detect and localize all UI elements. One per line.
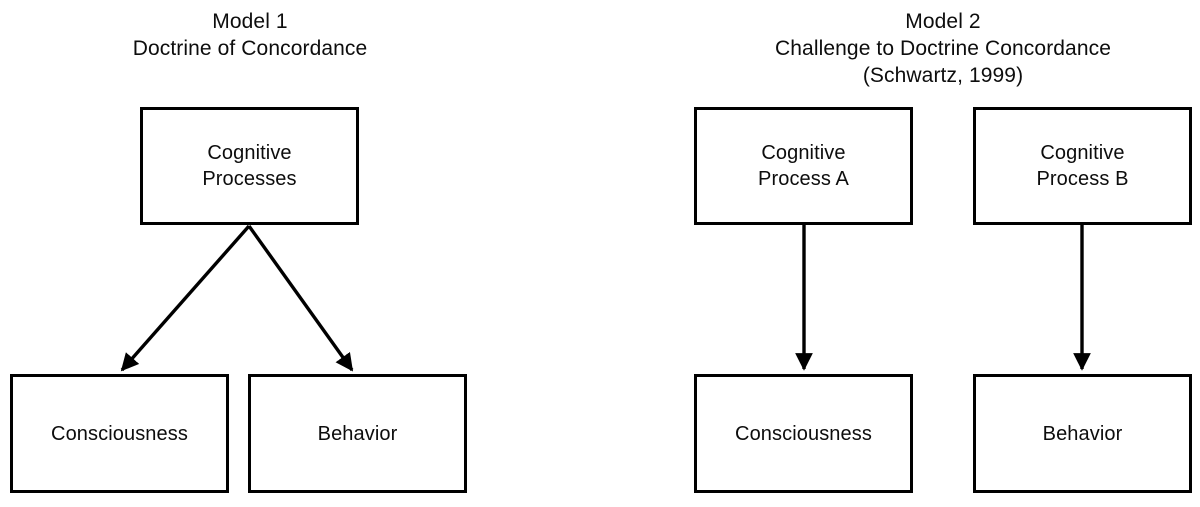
node-consciousness-model-2-label: Consciousness xyxy=(729,421,878,447)
node-consciousness-model-1-label: Consciousness xyxy=(45,421,194,447)
node-label-line-1: Consciousness xyxy=(51,422,188,445)
node-consciousness-model-2[interactable]: Consciousness xyxy=(694,374,913,493)
node-consciousness-model-1[interactable]: Consciousness xyxy=(10,374,229,493)
panel-title-line-2: Challenge to Doctrine Concordance xyxy=(775,37,1111,60)
node-cognitive-process-b-label: Cognitive Process B xyxy=(1030,140,1134,192)
node-label-line-1: Behavior xyxy=(1042,422,1123,445)
node-cognitive-process-b[interactable]: Cognitive Process B xyxy=(973,107,1192,225)
node-label-line-1: Cognitive xyxy=(207,142,292,164)
node-label-line-1: Cognitive xyxy=(761,142,846,164)
panel-model-1: Model 1 Doctrine of Concordance Cognitiv… xyxy=(0,8,500,493)
panel-title-line-3: (Schwartz, 1999) xyxy=(862,64,1024,87)
node-behavior-model-1[interactable]: Behavior xyxy=(248,374,467,493)
panel-title-model-2: Model 2 Challenge to Doctrine Concordanc… xyxy=(643,8,1200,89)
node-cognitive-processes[interactable]: Cognitive Processes xyxy=(140,107,359,225)
node-label-line-1: Cognitive xyxy=(1040,142,1125,164)
node-label-line-1: Behavior xyxy=(317,422,398,445)
node-cognitive-processes-label: Cognitive Processes xyxy=(196,140,302,192)
panel-model-2: Model 2 Challenge to Doctrine Concordanc… xyxy=(600,0,1200,507)
panel-title-line-2: Doctrine of Concordance xyxy=(132,37,368,60)
edge-cognitive-to-behavior xyxy=(247,225,354,372)
node-behavior-model-1-label: Behavior xyxy=(312,421,404,447)
panel-title-line-1: Model 1 xyxy=(212,10,288,33)
node-cognitive-process-a-label: Cognitive Process A xyxy=(752,140,855,192)
node-label-line-2: Processes xyxy=(202,168,297,190)
node-label-line-1: Consciousness xyxy=(735,422,872,445)
edge-cognitive-to-consciousness xyxy=(120,224,251,372)
panel-title-line-1: Model 2 xyxy=(905,10,981,33)
node-label-line-2: Process A xyxy=(758,168,849,190)
node-behavior-model-2-label: Behavior xyxy=(1037,421,1129,447)
panel-title-model-1: Model 1 Doctrine of Concordance xyxy=(0,8,500,62)
node-behavior-model-2[interactable]: Behavior xyxy=(973,374,1192,493)
node-cognitive-process-a[interactable]: Cognitive Process A xyxy=(694,107,913,225)
node-label-line-2: Process B xyxy=(1036,168,1129,190)
